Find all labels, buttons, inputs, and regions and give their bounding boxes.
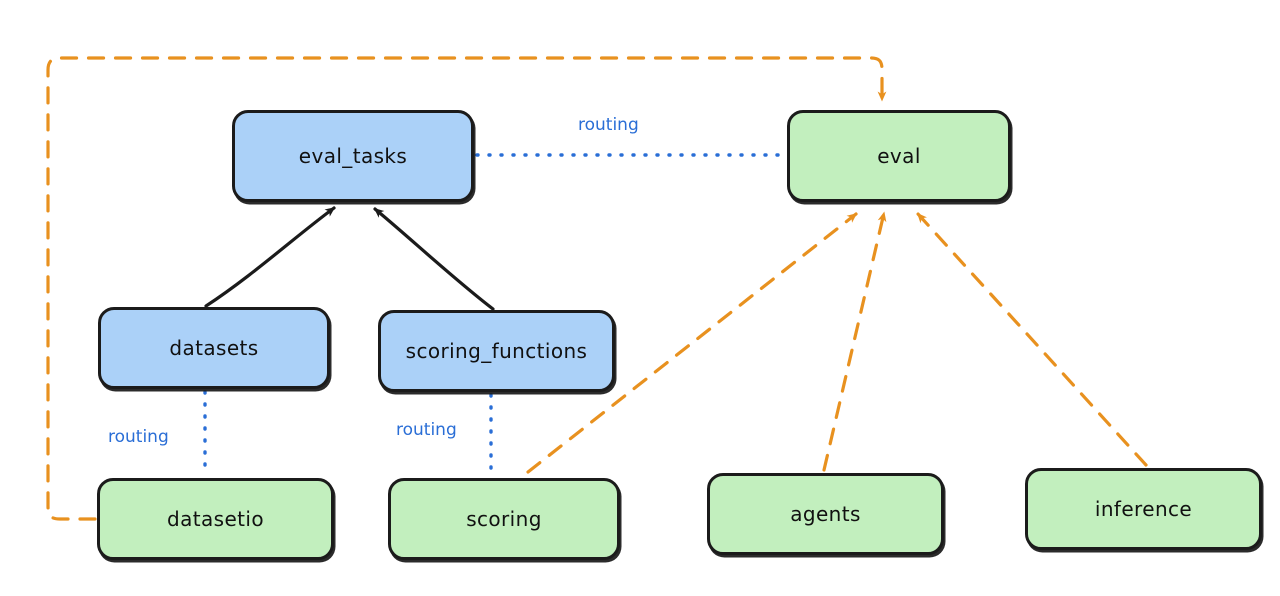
node-inference[interactable]: inference xyxy=(1025,468,1262,550)
node-datasets[interactable]: datasets xyxy=(98,307,330,389)
node-label: eval xyxy=(877,144,921,168)
node-label: datasetio xyxy=(166,507,264,531)
node-eval-tasks[interactable]: eval_tasks xyxy=(232,110,474,202)
edge-label-routing-datasetio: routing xyxy=(108,427,169,447)
edge-agents-to-eval-dependency xyxy=(822,211,887,472)
node-label: scoring xyxy=(466,507,542,531)
node-scoring[interactable]: scoring xyxy=(388,478,620,560)
edge-label-routing-eval: routing xyxy=(578,115,639,135)
node-agents[interactable]: agents xyxy=(707,473,944,555)
node-label: eval_tasks xyxy=(298,144,408,168)
node-label: scoring_functions xyxy=(405,339,588,363)
node-label: inference xyxy=(1094,497,1193,521)
node-label: datasets xyxy=(169,336,259,360)
edge-scoring-functions-to-eval-tasks xyxy=(373,207,495,311)
node-datasetio[interactable]: datasetio xyxy=(97,478,334,560)
edge-inference-to-eval-dependency xyxy=(916,212,1148,467)
node-label: agents xyxy=(790,502,861,526)
edge-datasets-to-eval-tasks xyxy=(204,206,336,308)
node-scoring-functions[interactable]: scoring_functions xyxy=(378,310,615,392)
edge-label-routing-scoring: routing xyxy=(396,420,457,440)
node-eval[interactable]: eval xyxy=(787,110,1011,202)
